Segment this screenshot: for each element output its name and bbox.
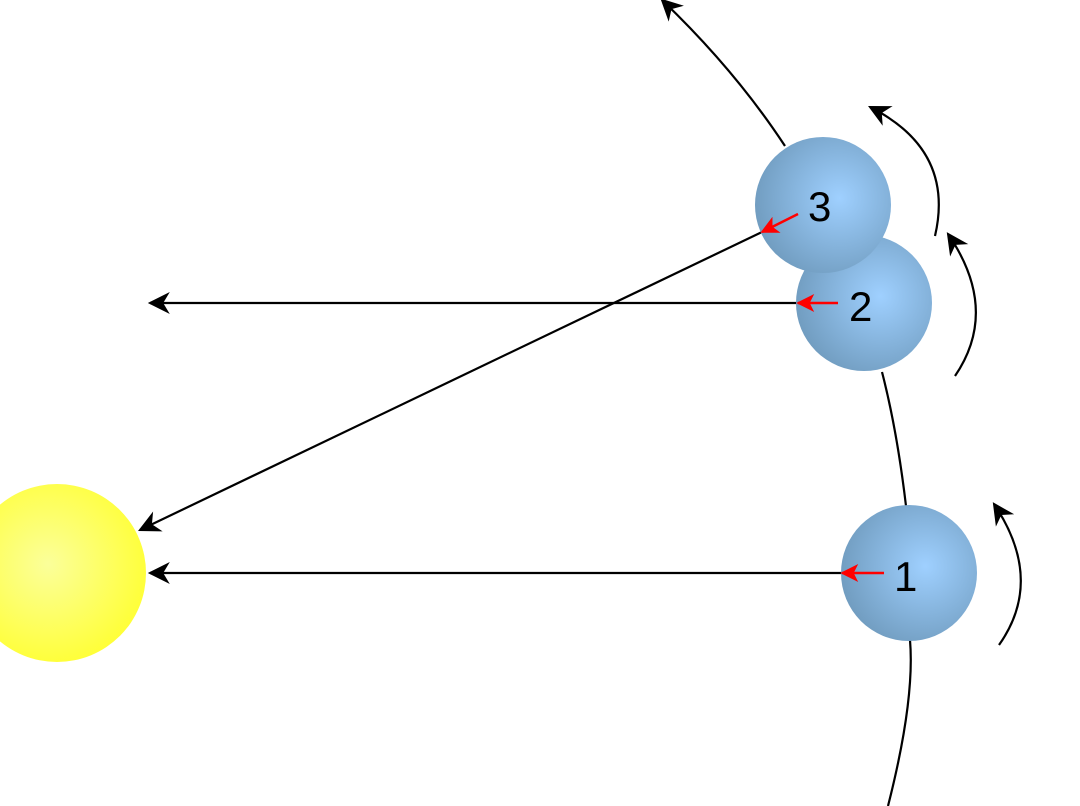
rotation-arrow-2 bbox=[946, 232, 977, 377]
rotation-arrow-1 bbox=[992, 502, 1022, 646]
planet-label-1: 1 bbox=[894, 553, 917, 600]
marker-arrow-3 bbox=[760, 212, 799, 234]
planet-label-2: 2 bbox=[849, 283, 872, 330]
orbit-arrow bbox=[660, 0, 786, 147]
orbit-path bbox=[886, 639, 912, 806]
planet-position-1: 1 bbox=[840, 505, 977, 641]
planet-3 bbox=[755, 137, 891, 273]
sun bbox=[0, 484, 146, 662]
planet-position-3: 3 bbox=[755, 137, 891, 273]
planet-label-3: 3 bbox=[808, 183, 831, 230]
sightline-arrow-3 bbox=[138, 231, 763, 532]
rotation-arrow-3 bbox=[868, 106, 940, 237]
planet-1 bbox=[841, 505, 977, 641]
orbit-path-segment bbox=[880, 371, 908, 507]
